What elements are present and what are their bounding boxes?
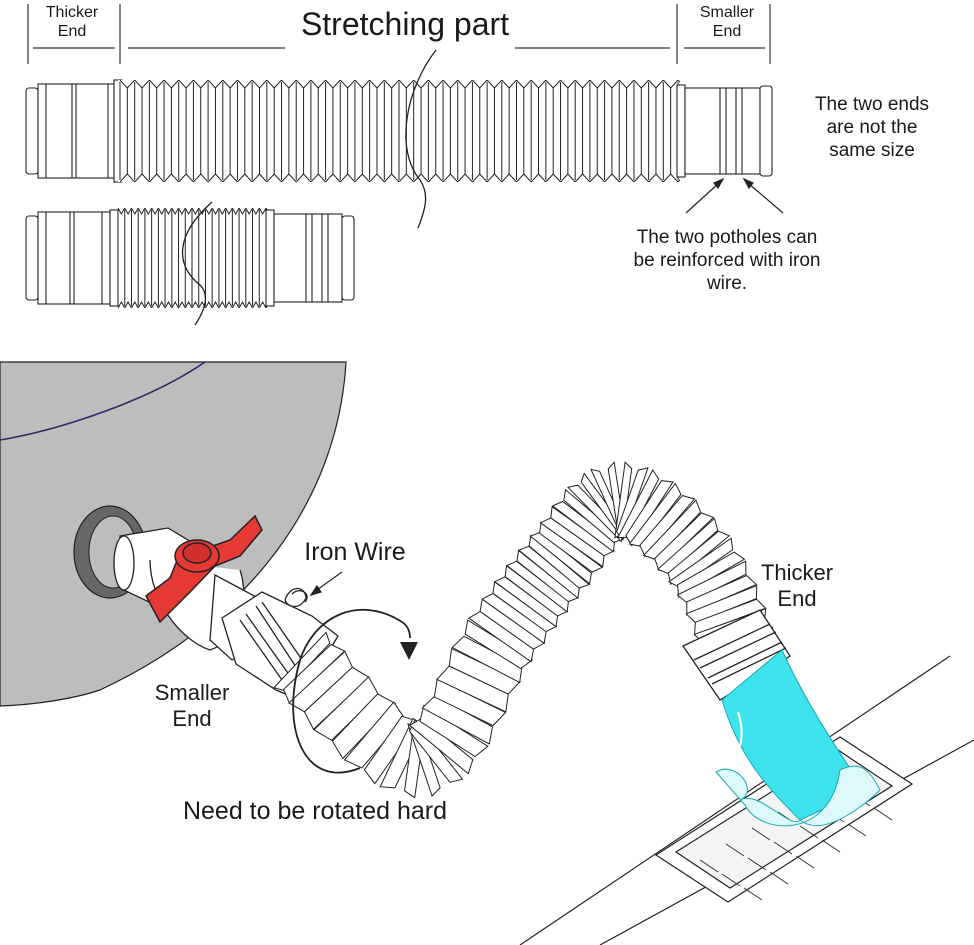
stretched-hose	[25, 49, 773, 229]
top-smaller-end-label: Smaller End	[699, 4, 755, 41]
valve-handle	[145, 514, 263, 624]
bottom-thicker-end-label: Thicker End	[760, 560, 834, 612]
compressed-hose	[25, 201, 355, 326]
water-stream	[715, 649, 881, 827]
rotate-note: Need to be rotated hard	[182, 797, 448, 825]
top-thicker-end-label: Thicker End	[45, 4, 99, 41]
thicker-end-collar	[25, 79, 123, 183]
stretching-part-label: Stretching part	[300, 6, 510, 42]
iron-wire-arrow	[309, 571, 343, 597]
hose-thick-end	[682, 609, 791, 701]
iron-wire-label: Iron Wire	[304, 538, 406, 566]
rotation-arrow	[292, 608, 418, 774]
hose-bellows-curved	[272, 461, 779, 799]
ends-note: The two ends are not the same size	[814, 94, 930, 161]
bottom-smaller-end-label: Smaller End	[154, 680, 230, 732]
potholes-note: The two potholes can be reinforced with …	[633, 227, 821, 294]
pothole-arrows	[685, 177, 784, 214]
top-dimension-lines	[27, 4, 771, 64]
smaller-end-collar	[676, 84, 773, 178]
bellows-long	[118, 80, 680, 182]
